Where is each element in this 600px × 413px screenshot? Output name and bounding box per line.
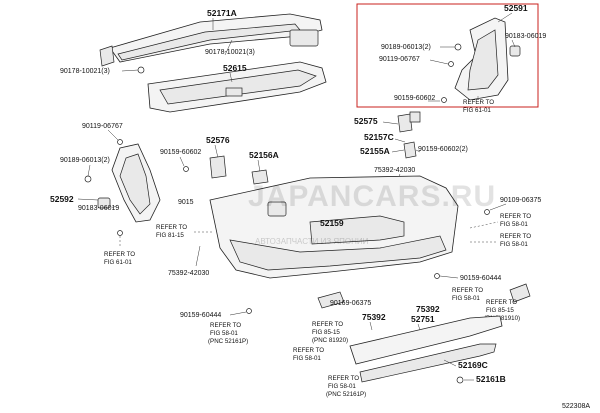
ref-61-01-l-l2[interactable]: FIG 61-01 xyxy=(104,259,132,266)
bracket-52155A[interactable] xyxy=(403,141,417,159)
label-52157C: 52157C xyxy=(364,132,394,142)
rear-bumper-bracket-rh[interactable] xyxy=(454,17,521,101)
label-90189-2l: 90189-06013(2) xyxy=(60,157,110,164)
label-90159-l: 90159-60602 xyxy=(160,149,201,156)
label-90119-l: 90119-06767 xyxy=(82,123,123,130)
label-75392-l: 75392-42030 xyxy=(168,270,209,277)
ref-85-15-r-l1[interactable]: REFER TO xyxy=(486,299,517,306)
label-90169: 90169-06375 xyxy=(330,300,371,307)
rear-bumper-bracket-lh[interactable] xyxy=(97,143,161,223)
rear-bumper-cover[interactable] xyxy=(209,175,459,279)
ref-58-01-r2-l1[interactable]: REFER TO xyxy=(500,233,531,240)
screw-icon xyxy=(456,376,464,384)
label-52155A: 52155A xyxy=(360,146,390,156)
label-90159-60444l: 90159-60444 xyxy=(180,312,221,319)
rear-bumper-lower-cover[interactable] xyxy=(349,315,503,383)
ref-81-15-l1[interactable]: REFER TO xyxy=(156,224,187,231)
label-75392-top: 75392-42030 xyxy=(374,167,415,174)
ref-85-15-r-l2[interactable]: FIG 85-15 xyxy=(486,307,514,314)
screw-icon xyxy=(84,175,92,183)
label-52576: 52576 xyxy=(206,135,230,145)
ref-58-01-bl-l2[interactable]: FIG 58-01 xyxy=(210,330,238,337)
label-52751: 52751 xyxy=(411,314,435,324)
retainer-small[interactable] xyxy=(409,111,421,123)
ref-85-15-b-l1[interactable]: REFER TO xyxy=(312,321,343,328)
ref-85-15-b-l3[interactable]: (PNC 81920) xyxy=(312,337,348,344)
label-90109-r: 90109-06375 xyxy=(500,197,541,204)
reflector-lh[interactable] xyxy=(317,291,345,309)
ref-58-01-bb-l2[interactable]: FIG 58-01 xyxy=(328,383,356,390)
diagram-id: 522308A xyxy=(562,403,590,410)
label-90159-2c: 90159-60602(2) xyxy=(418,146,468,153)
energy-absorber[interactable] xyxy=(147,61,327,113)
bracket-52156A[interactable] xyxy=(251,169,269,185)
label-9015-cut: 9015 xyxy=(178,199,194,206)
clip-icon xyxy=(183,166,189,172)
clip-icon xyxy=(117,230,123,236)
ref-58-01-bb-l1[interactable]: REFER TO xyxy=(328,375,359,382)
watermark-main: JAPANCARS.RU xyxy=(248,180,496,213)
rear-bumper-reinforcement[interactable] xyxy=(99,13,323,67)
label-52171A: 52171A xyxy=(207,8,237,18)
ref-58-01-bm-l1[interactable]: REFER TO xyxy=(293,347,324,354)
highlight-frame xyxy=(356,3,539,108)
label-90183-r: 90183-06019 xyxy=(505,33,546,40)
nut-icon xyxy=(137,66,145,74)
label-75392-c: 75392 xyxy=(362,312,386,322)
label-90183-l: 90183-06019 xyxy=(78,205,119,212)
label-90159-r: 90159-60602 xyxy=(394,95,435,102)
screw-icon xyxy=(484,209,490,215)
label-52159: 52159 xyxy=(320,218,344,228)
label-90178-3b: 90178-10021(3) xyxy=(60,68,110,75)
ref-58-01-bl-l3[interactable]: (PNC 52161P) xyxy=(208,338,248,345)
ref-85-15-r-l3[interactable]: (PNC 81910) xyxy=(484,315,520,322)
label-52615: 52615 xyxy=(223,63,247,73)
retainer-52576[interactable] xyxy=(209,155,227,179)
ref-58-01-bl-l1[interactable]: REFER TO xyxy=(210,322,241,329)
ref-58-01-r1-l1[interactable]: REFER TO xyxy=(500,213,531,220)
reflector-rh[interactable] xyxy=(509,283,531,303)
ref-58-01-r3-l2[interactable]: FIG 58-01 xyxy=(452,295,480,302)
ref-58-01-bb-l3[interactable]: (PNC 52161P) xyxy=(326,391,366,398)
label-52161B: 52161B xyxy=(476,374,506,384)
clip-icon xyxy=(246,308,252,314)
label-90189-2r: 90189-06013(2) xyxy=(381,44,431,51)
label-90178-3a: 90178-10021(3) xyxy=(205,49,255,56)
label-52156A: 52156A xyxy=(249,150,279,160)
ref-58-01-r3-l1[interactable]: REFER TO xyxy=(452,287,483,294)
ref-61-01-r-l2[interactable]: FIG 61-01 xyxy=(463,107,491,114)
ref-85-15-b-l2[interactable]: FIG 85-15 xyxy=(312,329,340,336)
ref-61-01-l-l1[interactable]: REFER TO xyxy=(104,251,135,258)
clip-icon xyxy=(434,273,440,279)
label-52169C: 52169C xyxy=(458,360,488,370)
ref-58-01-r1-l2[interactable]: FIG 58-01 xyxy=(500,221,528,228)
bolt-icon xyxy=(117,139,123,145)
label-52592: 52592 xyxy=(50,194,74,204)
ref-58-01-r2-l2[interactable]: FIG 58-01 xyxy=(500,241,528,248)
clip-icon xyxy=(441,97,447,103)
ref-58-01-bm-l2[interactable]: FIG 58-01 xyxy=(293,355,321,362)
label-90119-r: 90119-06767 xyxy=(379,56,420,63)
label-75392-r: 75392 xyxy=(416,304,440,314)
ref-61-01-r-l1[interactable]: REFER TO xyxy=(463,99,494,106)
retainer-52575[interactable] xyxy=(397,113,413,133)
watermark-sub: АВТОЗАПЧАСТИ ИЗ ЯПОНИИ xyxy=(255,237,369,246)
label-52591: 52591 xyxy=(504,3,528,13)
label-52575: 52575 xyxy=(354,116,378,126)
screw-icon xyxy=(454,43,462,51)
bolt-icon xyxy=(448,61,454,67)
label-90159-60444r: 90159-60444 xyxy=(460,275,501,282)
ref-81-15-l2[interactable]: FIG 81-15 xyxy=(156,232,184,239)
